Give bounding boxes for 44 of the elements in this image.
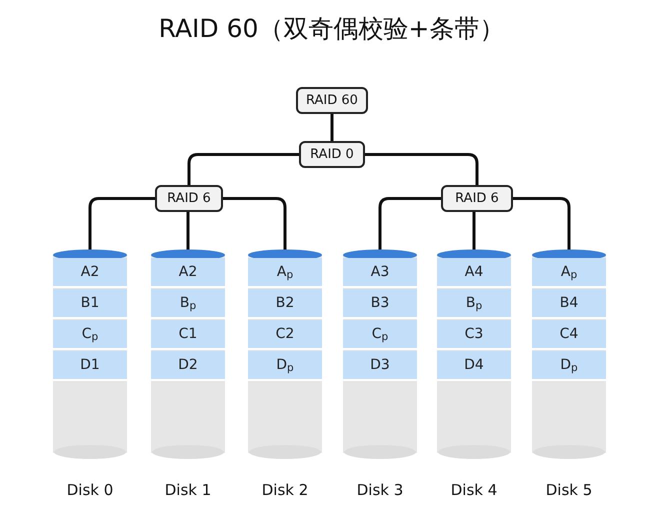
- connector-line: [186, 212, 190, 251]
- connector-line: [88, 197, 155, 251]
- data-block: B$_{p}$: [437, 289, 511, 319]
- connector-line: [365, 153, 478, 187]
- data-block: C2: [248, 320, 322, 350]
- data-block: A4: [437, 258, 511, 288]
- data-block: C$_{p}$: [53, 320, 127, 350]
- raid-box: RAID 0: [299, 141, 365, 168]
- data-block: B2: [248, 289, 322, 319]
- title: RAID 60（双奇偶校验+条带）: [158, 13, 506, 45]
- disk-label: Disk 0: [66, 480, 114, 501]
- disk-label: Disk 1: [164, 480, 212, 501]
- data-block: D$_{p}$: [532, 351, 606, 381]
- connector-line: [472, 212, 476, 251]
- data-block: B3: [343, 289, 417, 319]
- disk-label: Disk 2: [260, 480, 310, 501]
- disk-label: Disk 4: [450, 480, 498, 501]
- connector-line: [378, 197, 441, 251]
- data-block: C3: [437, 320, 511, 350]
- data-block: D2: [151, 351, 225, 381]
- data-block: A$_{p}$: [532, 258, 606, 288]
- data-block: D4: [437, 351, 511, 381]
- data-block: D3: [343, 351, 417, 381]
- disk-label: Disk 3: [356, 480, 404, 501]
- raid-box: RAID 6: [155, 185, 223, 212]
- disk-label: Disk 5: [544, 480, 594, 501]
- data-block: D$_{p}$: [248, 351, 322, 381]
- data-block: C4: [532, 320, 606, 350]
- connector-line: [223, 197, 286, 251]
- connector-line: [513, 197, 570, 251]
- data-block: A$_{p}$: [248, 258, 322, 288]
- data-block: A2: [151, 258, 225, 288]
- data-block: C1: [151, 320, 225, 350]
- data-block: B1: [53, 289, 127, 319]
- data-block: A2: [53, 258, 127, 288]
- connector-line: [188, 153, 299, 187]
- data-block: B4: [532, 289, 606, 319]
- data-block: A3: [343, 258, 417, 288]
- raid-box: RAID 6: [441, 185, 513, 212]
- data-block: B$_{p}$: [151, 289, 225, 319]
- data-block: D1: [53, 351, 127, 381]
- data-block: C$_{p}$: [343, 320, 417, 350]
- connector-line: [330, 114, 334, 143]
- raid-box: RAID 60: [296, 87, 368, 114]
